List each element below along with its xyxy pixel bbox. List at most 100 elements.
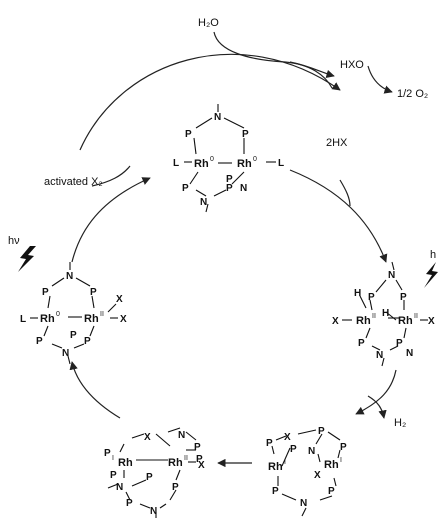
- h-atom: H: [382, 308, 389, 319]
- rh-atom: Rh: [398, 315, 413, 327]
- n-atom: N: [66, 271, 73, 282]
- hx-label: 2HX: [326, 137, 348, 149]
- n-atom: N: [376, 350, 383, 361]
- o2-out-arrow: [367, 65, 393, 94]
- oxidation-one: I: [112, 455, 114, 462]
- cycle-arrow-right-lower: [355, 369, 397, 415]
- activated-x2-label: activated X₂: [44, 176, 103, 188]
- cycle-arrow-right-down: [289, 169, 388, 263]
- oxidation-two: II: [184, 455, 188, 462]
- x-ligand: X: [198, 460, 205, 471]
- n-atom: N: [406, 348, 413, 359]
- h2-out-arrow: [367, 395, 387, 419]
- p-atom: P: [266, 438, 273, 449]
- hxo-out-arrow: [289, 61, 335, 78]
- rh-atom: Rh: [356, 315, 371, 327]
- p-atom: P: [185, 129, 192, 140]
- rh-atom: Rh: [324, 459, 339, 471]
- oxidation-zero: 0: [253, 156, 257, 163]
- n-atom: N: [62, 348, 69, 359]
- p-atom: P: [36, 336, 43, 347]
- p-atom: P: [126, 498, 133, 509]
- p-atom: P: [110, 470, 117, 481]
- n-atom: N: [214, 112, 221, 123]
- rh-atom: Rh: [268, 461, 283, 473]
- n-atom: N: [308, 446, 315, 457]
- n-atom: N: [300, 498, 307, 509]
- p-atom: P: [42, 287, 49, 298]
- n-atom: N: [200, 197, 207, 208]
- n-atom: N: [388, 270, 395, 281]
- oxidation-one: I: [340, 457, 342, 464]
- oxidation-one: I: [284, 459, 286, 466]
- rh-atom: Rh: [168, 457, 183, 469]
- p-atom: P: [70, 330, 77, 341]
- complex-rhii-rhii-right: N H P P H X Rh II Rh II X P P N N: [332, 261, 435, 367]
- complex-rhi-rhi-bottom-right: P X P N P P Rh I Rh I X P P N: [266, 426, 347, 517]
- lightning-right-icon: [424, 262, 438, 288]
- cycle-arrow-left-top: [71, 177, 151, 263]
- p-atom: P: [226, 174, 233, 185]
- h2-label: H₂: [394, 417, 406, 429]
- x-ligand: X: [332, 316, 339, 327]
- oxidation-two: II: [372, 313, 376, 320]
- p-atom: P: [242, 129, 249, 140]
- water-label: H₂O: [198, 17, 219, 29]
- p-atom: P: [172, 482, 179, 493]
- p-atom: P: [194, 442, 201, 453]
- x-ligand: X: [144, 432, 151, 443]
- p-atom: P: [400, 292, 407, 303]
- l-ligand: L: [20, 314, 26, 325]
- n-atom: N: [240, 183, 247, 194]
- rh-atom: Rh: [118, 457, 133, 469]
- p-atom: P: [368, 292, 375, 303]
- rh-atom: Rh: [194, 158, 209, 170]
- hv-left-label: hν: [8, 235, 20, 247]
- p-atom: P: [146, 472, 153, 483]
- n-atom: N: [178, 430, 185, 441]
- h-atom: H: [354, 288, 361, 299]
- l-ligand: L: [173, 158, 179, 169]
- p-atom: P: [318, 426, 325, 437]
- p-atom: P: [84, 336, 91, 347]
- complex-rhi-rhii-bottom-left: X N P P P Rh I Rh II X P P N P P N: [104, 427, 205, 518]
- p-atom: P: [340, 442, 347, 453]
- x-ligand: X: [284, 432, 291, 443]
- p-atom: P: [196, 454, 203, 465]
- oxidation-two: II: [414, 313, 418, 320]
- oxidation-zero: 0: [210, 156, 214, 163]
- p-atom: P: [396, 338, 403, 349]
- hx-in-arrow: [339, 179, 351, 207]
- cycle-arrow-left-up: [69, 361, 121, 419]
- hxo-label: HXO: [340, 59, 364, 71]
- l-ligand: L: [278, 158, 284, 169]
- p-atom: P: [328, 486, 335, 497]
- oxidation-two: II: [100, 311, 104, 318]
- hv-right-label: h: [430, 249, 436, 261]
- complex-rh0-rhii-left: N P P X L Rh 0 Rh II X P P N P: [20, 262, 127, 365]
- oxidation-zero: 0: [56, 311, 60, 318]
- p-atom: P: [358, 338, 365, 349]
- x-ligand: X: [314, 470, 321, 481]
- rh-atom: Rh: [237, 158, 252, 170]
- p-atom: P: [272, 486, 279, 497]
- x-ligand: X: [116, 294, 123, 305]
- rh-atom: Rh: [84, 313, 99, 325]
- n-atom: N: [150, 506, 157, 517]
- lightning-left-icon: [18, 246, 36, 272]
- p-atom: P: [104, 448, 111, 459]
- cycle-arrow-top: [79, 53, 341, 151]
- rh-atom: Rh: [40, 313, 55, 325]
- water-in-arrow: [213, 31, 333, 89]
- complex-rh0-rh0-top: N P P L Rh 0 Rh 0 L P N P N P: [173, 104, 284, 213]
- activated-x2-in-arrow: [91, 165, 131, 187]
- x-ligand: X: [120, 314, 127, 325]
- o2-label: 1/2 O₂: [397, 88, 428, 100]
- n-atom: N: [116, 482, 123, 493]
- p-atom: P: [226, 183, 233, 194]
- p-atom: P: [90, 287, 97, 298]
- p-atom: P: [182, 183, 189, 194]
- p-atom: P: [290, 444, 297, 455]
